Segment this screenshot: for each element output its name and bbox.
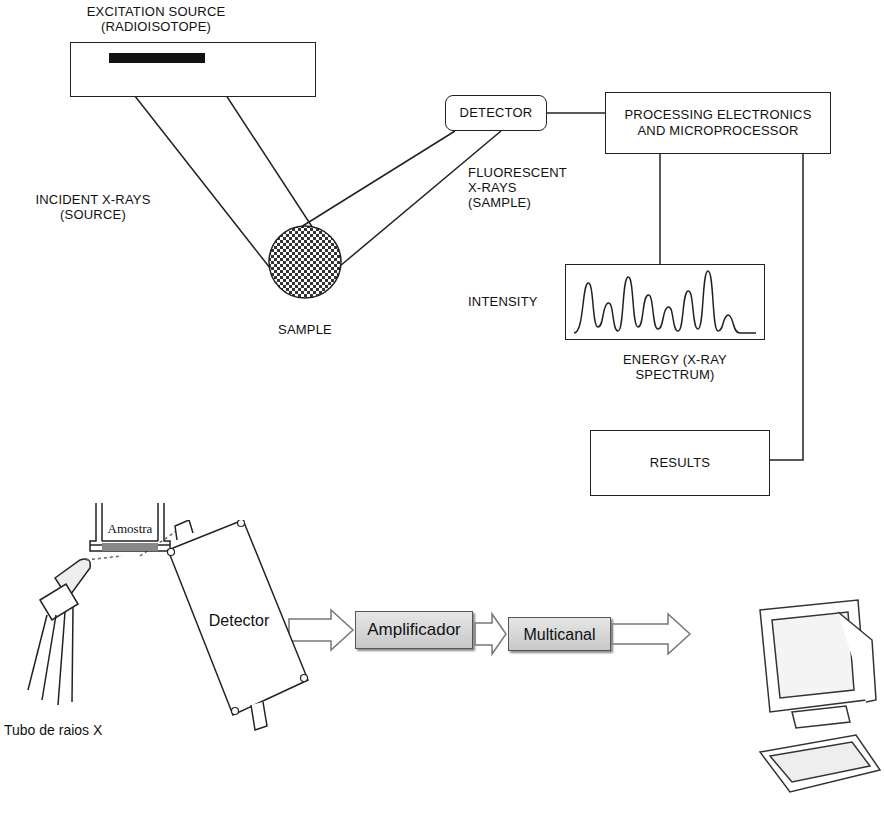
screw: [168, 549, 175, 556]
hollow-arrow: [612, 614, 690, 654]
screw: [232, 708, 239, 715]
sample-holder: Amostra: [88, 503, 172, 565]
holder-label: Amostra: [98, 521, 162, 537]
box-label: RESULTS: [650, 455, 710, 471]
spectrum-panel: INTENSITY ENERGY (X-RAY SPECTRUM): [460, 264, 770, 399]
spectrum-box: [565, 264, 765, 340]
sample-circle: SAMPLE: [250, 222, 360, 347]
sample-disc: [269, 226, 341, 298]
box-heading: EXCITATION SOURCE (RADIOISOTOPE): [70, 4, 242, 34]
axis-label: INTENSITY: [468, 294, 538, 309]
process-box: DETECTOR: [445, 95, 547, 131]
connector-line: [659, 154, 661, 264]
module-box: Amplificador: [355, 611, 473, 649]
holder-sample-layer: [102, 543, 158, 551]
computer: [760, 600, 880, 792]
spectrum-curve: [566, 265, 763, 338]
box-label: Amplificador: [367, 620, 461, 640]
spectrum-peaks: [574, 271, 756, 333]
annotation-label: FLUORESCENT X-RAYS (SAMPLE): [468, 165, 578, 210]
source-housing: [70, 42, 316, 97]
detector-body: Detector: [163, 520, 313, 765]
axis-label: ENERGY (X-RAY SPECTRUM): [585, 352, 765, 382]
node-label: SAMPLE: [250, 322, 360, 337]
screw: [238, 520, 245, 527]
detector-shape: [163, 520, 313, 765]
detector-label: Detector: [201, 612, 277, 630]
sample-bounds: [269, 226, 341, 298]
box-label: DETECTOR: [460, 105, 533, 121]
source-box: EXCITATION SOURCE (RADIOISOTOPE): [70, 4, 316, 97]
annotation-label: INCIDENT X-RAYS (SOURCE): [18, 192, 168, 222]
connector-line: [770, 154, 803, 460]
screw: [301, 675, 308, 682]
process-box: RESULTS: [590, 430, 770, 496]
process-box: PROCESSING ELECTRONICS AND MICROPROCESSO…: [605, 92, 831, 154]
radioisotope-bar: [109, 53, 205, 63]
connector-line: [547, 112, 605, 114]
detector-window: [175, 520, 193, 540]
detector-outline: [168, 520, 308, 715]
box-label: PROCESSING ELECTRONICS AND MICROPROCESSO…: [612, 107, 824, 139]
module-box: Multicanal: [508, 617, 611, 651]
detector-cable: [251, 702, 267, 730]
box-label: Multicanal: [523, 625, 595, 644]
holder-outline: [90, 503, 170, 551]
annotation-label: Tubo de raios X: [4, 722, 154, 738]
x-ray-tube: [28, 559, 90, 705]
hollow-arrow: [475, 614, 506, 654]
hollow-arrow: [289, 610, 353, 650]
sample-shape: [250, 222, 360, 302]
